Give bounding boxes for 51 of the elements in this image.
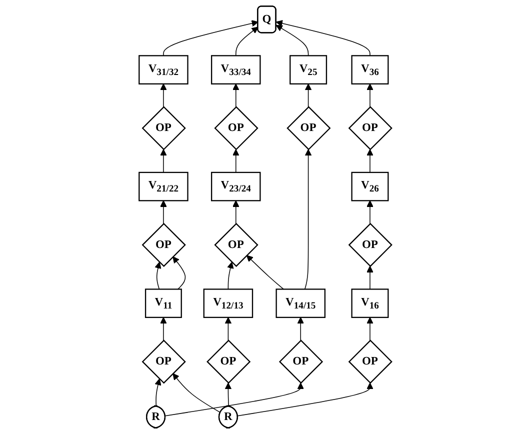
node-diamond: OP xyxy=(214,106,258,150)
node-diamond: OP xyxy=(348,222,393,267)
node-diamond: OP xyxy=(142,106,186,150)
arrow xyxy=(276,24,309,56)
arrow xyxy=(224,317,232,341)
node-diamond: OP xyxy=(142,222,186,267)
arrow xyxy=(232,149,240,173)
node-box: V$_{11}$ xyxy=(145,288,182,318)
arrow xyxy=(304,149,312,290)
arrow xyxy=(165,382,304,416)
arrow xyxy=(366,200,374,224)
node-box: V$_{12/13}$ xyxy=(203,288,254,318)
arrow xyxy=(224,382,232,407)
node-diamond: OP xyxy=(214,222,258,267)
arrow xyxy=(227,262,234,290)
node-box: V$_{31/32}$ xyxy=(138,55,188,84)
arrow xyxy=(163,20,258,56)
arrow xyxy=(237,382,374,416)
arrow xyxy=(366,317,374,341)
arrow xyxy=(160,84,167,108)
node-diamond: OP xyxy=(142,340,186,384)
node-box: V$_{33/34}$ xyxy=(211,55,261,84)
arrow xyxy=(246,255,284,290)
arrow xyxy=(172,256,186,290)
arrow xyxy=(366,84,374,108)
node-diamond: OP xyxy=(348,340,393,384)
arrow xyxy=(276,20,370,56)
arrow xyxy=(236,26,258,56)
arrow xyxy=(154,378,162,407)
node-diamond: OP xyxy=(348,106,393,150)
arrow xyxy=(232,84,240,108)
arrow xyxy=(232,200,240,224)
node-box: V$_{23/24}$ xyxy=(211,172,261,202)
arrow xyxy=(172,373,221,413)
node-box: V$_{14/15}$ xyxy=(276,288,326,318)
node-diamond: OP xyxy=(206,340,251,384)
arrow xyxy=(154,262,162,290)
node-box: V$_{21/22}$ xyxy=(138,172,188,202)
arrow xyxy=(160,200,167,224)
node-diamond: OP xyxy=(279,340,324,384)
arrow xyxy=(366,266,374,290)
node-box: V$_{36}$ xyxy=(351,55,389,84)
arrow xyxy=(160,149,167,173)
node-box: V$_{25}$ xyxy=(290,55,328,84)
node-box: V$_{16}$ xyxy=(351,288,389,318)
arrow xyxy=(305,84,312,108)
node-box: V$_{26}$ xyxy=(351,172,389,202)
arrow xyxy=(160,317,167,341)
arrow xyxy=(366,149,374,173)
node-diamond: OP xyxy=(286,106,331,150)
arrow xyxy=(297,317,304,341)
